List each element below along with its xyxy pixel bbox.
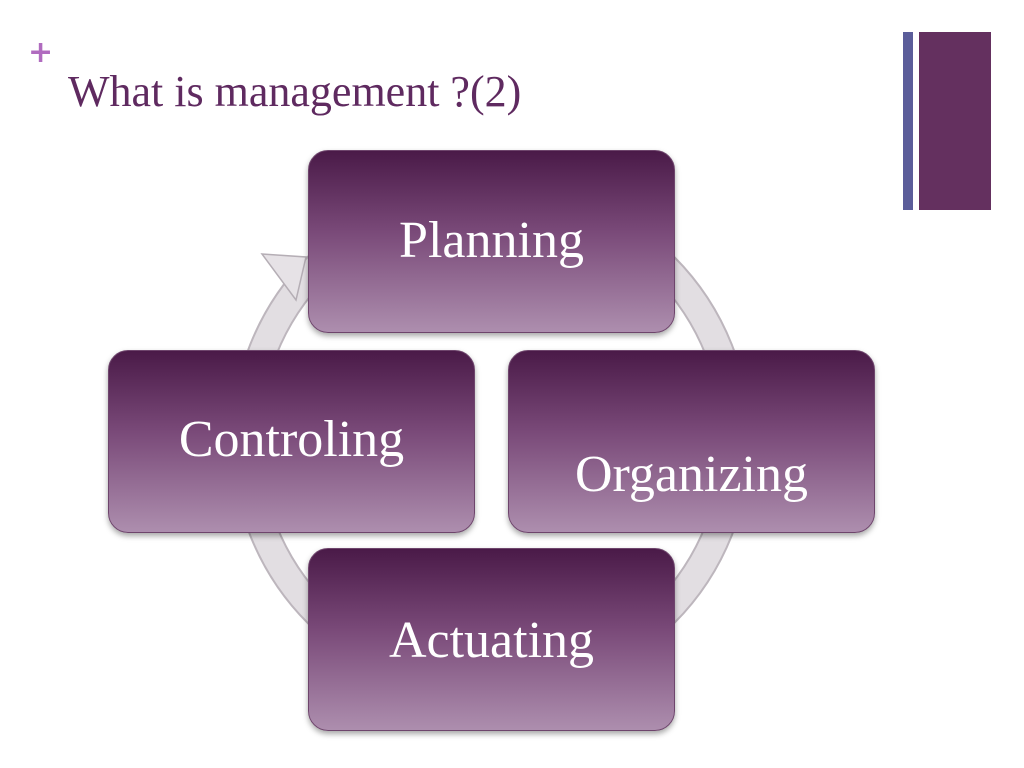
decorative-bar-thick <box>919 32 991 210</box>
step-box-organizing: Organizing <box>508 350 875 533</box>
step-box-actuating: Actuating <box>308 548 675 731</box>
bullet-plus-icon: + <box>28 35 54 70</box>
decorative-bar-thin <box>903 32 913 210</box>
step-label-organizing: Organizing <box>575 446 808 503</box>
step-label-actuating: Actuating <box>388 612 595 669</box>
step-box-planning: Planning <box>308 150 675 333</box>
step-label-controling: Controling <box>178 411 405 468</box>
slide-title: What is management ?(2) <box>68 67 522 116</box>
cycle-arrow-head-icon <box>260 253 307 302</box>
step-label-planning: Planning <box>399 212 584 269</box>
step-box-controling: Controling <box>108 350 475 533</box>
